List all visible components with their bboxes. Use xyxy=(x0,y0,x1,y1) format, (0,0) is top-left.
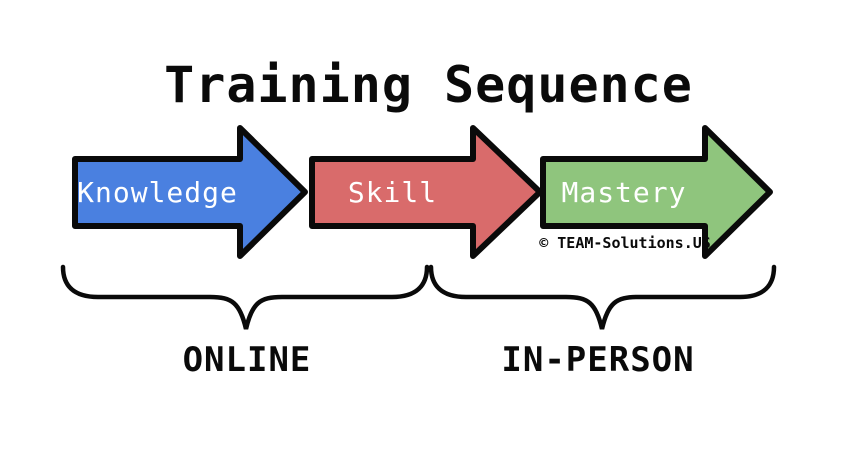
knowledge-arrow-label: Knowledge xyxy=(77,176,238,209)
online-group-label: ONLINE xyxy=(182,340,312,380)
mastery-arrow-shape xyxy=(540,125,773,259)
mastery-arrow-label: Mastery xyxy=(561,176,687,209)
in-person-brace xyxy=(428,264,777,330)
page-title: Training Sequence xyxy=(164,56,693,114)
in-person-group-label: IN-PERSON xyxy=(501,340,695,380)
online-brace xyxy=(60,264,430,330)
skill-arrow-shape xyxy=(309,125,543,259)
copyright-text: © TEAM-Solutions.US xyxy=(539,234,711,252)
knowledge-arrow-shape xyxy=(72,125,308,259)
skill-arrow-label: Skill xyxy=(347,176,438,209)
